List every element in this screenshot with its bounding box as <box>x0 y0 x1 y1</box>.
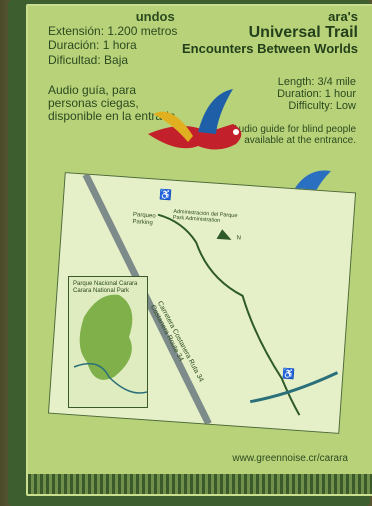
spanish-difficulty: Dificultad: Baja <box>48 52 129 67</box>
english-title: ara's Universal Trail Encounters Between… <box>181 9 358 56</box>
map-north-label: N <box>236 235 242 242</box>
trail-sign: undos Extensión: 1.200 metros Duración: … <box>26 4 372 496</box>
english-trail-info: Length: 3/4 mile Duration: 1 hour Diffic… <box>277 76 356 112</box>
english-title-fragment: ara's <box>328 9 358 24</box>
map-parking-label: Parqueo Parking <box>132 212 156 227</box>
spanish-extension: Extensión: 1.200 metros <box>48 24 178 39</box>
english-title-line2: Encounters Between Worlds <box>181 40 358 56</box>
spanish-audio-line1: Audio guía, para <box>48 83 137 97</box>
inset-label-es: Parque Nacional Carara <box>73 281 138 287</box>
park-inset-map: Parque Nacional Carara Carara National P… <box>68 276 148 408</box>
spanish-title-fragment: undos <box>135 9 175 24</box>
english-audio-line1: Audio guide for blind people <box>232 124 356 135</box>
spanish-trail-info: undos Extensión: 1.200 metros Duración: … <box>48 9 178 68</box>
english-length: Length: 3/4 mile <box>277 76 356 88</box>
english-title-line1: Universal Trail <box>248 24 358 42</box>
trail-path <box>157 213 301 416</box>
spanish-duration: Duración: 1 hora <box>48 38 137 53</box>
inset-label: Parque Nacional Carara Carara National P… <box>73 281 137 294</box>
inset-label-en: Carara National Park <box>73 287 130 294</box>
english-difficulty: Difficulty: Low <box>288 100 356 113</box>
website-url: www.greennoise.cr/carara <box>232 453 348 464</box>
grass-border <box>28 474 372 494</box>
restroom-icon: ♿ <box>159 189 173 202</box>
river-line <box>249 371 339 404</box>
park-area-graphic <box>73 294 148 394</box>
english-duration: Duration: 1 hour <box>277 88 356 101</box>
macaw-illustration-1 <box>148 89 242 150</box>
sign-frame: undos Extensión: 1.200 metros Duración: … <box>8 0 372 506</box>
english-audio-line2: available at the entrance. <box>244 135 356 146</box>
spanish-audio-line2: personas ciegas, <box>48 96 139 111</box>
north-arrow <box>216 229 232 240</box>
english-audio-note: Audio guide for blind people available a… <box>232 124 356 146</box>
restroom-icon-2: ♿ <box>281 368 296 381</box>
spanish-audio-line3: disponible en la entrada. <box>48 109 179 124</box>
spanish-audio-note: Audio guía, para personas ciegas, dispon… <box>48 83 179 124</box>
